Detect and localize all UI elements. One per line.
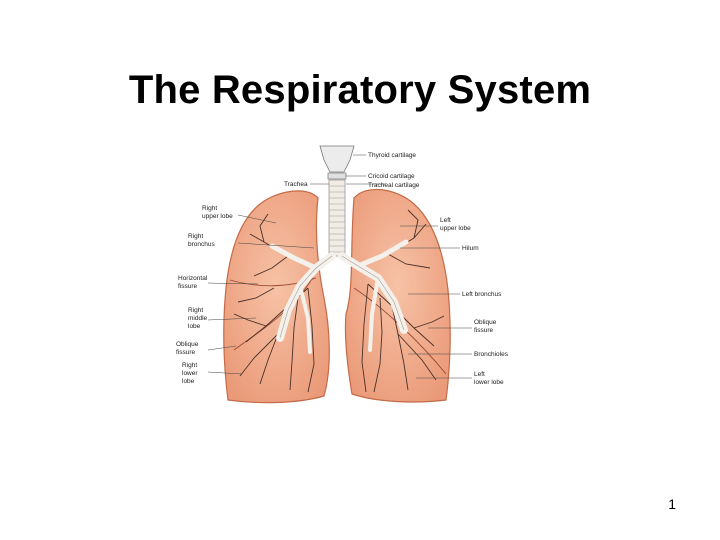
label-left-lower-lobe: Left lower lobe: [474, 371, 504, 386]
label-left-bronchus: Left bronchus: [462, 291, 502, 298]
label-tracheal-cartilage: Tracheal cartilage: [368, 182, 420, 189]
label-hilum: Hilum: [462, 245, 479, 252]
slide-title: The Respiratory System: [128, 68, 592, 112]
right-lung: [223, 190, 330, 404]
label-horizontal-fissure: Horizontal fissure: [178, 275, 209, 290]
label-oblique-fissure-left: Oblique fissure: [474, 319, 498, 334]
lung-diagram: Thyroid cartilage Cricoid cartilage Trac…: [168, 138, 518, 408]
label-left-upper-lobe: Left upper lobe: [440, 217, 471, 232]
thyroid-cartilage: [319, 145, 355, 173]
cricoid-cartilage: [327, 172, 347, 180]
label-right-upper-lobe: Right upper lobe: [202, 205, 233, 220]
oblique-fissure-right-line: [233, 267, 319, 351]
trachea: [328, 179, 346, 257]
label-bronchioles: Bronchioles: [474, 351, 509, 358]
label-oblique-fissure-right: Oblique fissure: [176, 341, 200, 356]
left-lung: [344, 188, 451, 403]
tracheal-rings: [329, 185, 345, 253]
label-right-middle-lobe: Right middle lobe: [188, 307, 209, 330]
label-thyroid-cartilage: Thyroid cartilage: [368, 152, 416, 159]
leader-lines: [207, 154, 472, 379]
respiratory-system-illustration: Thyroid cartilage Cricoid cartilage Trac…: [176, 145, 509, 404]
page-number: 1: [668, 496, 676, 512]
label-right-bronchus: Right bronchus: [188, 233, 215, 248]
label-right-lower-lobe: Right lower lobe: [182, 362, 199, 385]
label-cricoid-cartilage: Cricoid cartilage: [368, 173, 415, 180]
label-trachea: Trachea: [284, 181, 308, 188]
